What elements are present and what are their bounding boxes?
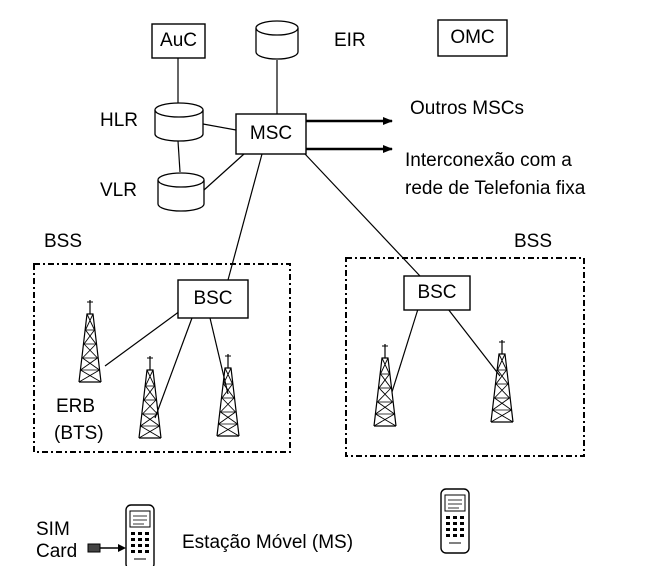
interconnect-label-line1: Interconexão com a bbox=[405, 150, 572, 171]
link-bsc-left-tower-b bbox=[154, 317, 193, 419]
msc-label: MSC bbox=[249, 123, 293, 144]
mobile-station-label: Estação Móvel (MS) bbox=[182, 532, 354, 553]
eir-cylinder-icon bbox=[255, 20, 299, 60]
tower-icon bbox=[138, 355, 162, 439]
auc-box bbox=[151, 23, 206, 59]
bsc-left-box bbox=[177, 279, 249, 319]
tower-icon bbox=[78, 299, 102, 383]
link-bsc-right-tower-b bbox=[447, 308, 501, 377]
link-msc-bsc-left bbox=[227, 153, 263, 281]
mobile-phone-icon bbox=[125, 504, 155, 566]
bss-right-label: BSS bbox=[514, 231, 553, 252]
erb-label-line1: ERB bbox=[56, 396, 96, 417]
omc-label: OMC bbox=[450, 27, 495, 48]
bsc-left-label: BSC bbox=[193, 288, 233, 309]
tower-icon bbox=[490, 339, 514, 423]
tower-icon bbox=[216, 353, 240, 437]
hlr-cylinder-icon bbox=[154, 102, 204, 142]
bsc-right-box bbox=[403, 275, 471, 311]
vlr-cylinder-icon bbox=[157, 172, 205, 212]
link-bsc-right-tower-a bbox=[391, 308, 419, 393]
sim-card-icon bbox=[87, 543, 126, 553]
link-vlr-msc bbox=[203, 153, 245, 191]
mobile-phone-icon bbox=[440, 488, 470, 554]
bss-region-left bbox=[33, 263, 291, 453]
erb-label-line2: (BTS) bbox=[54, 423, 104, 444]
sim-label-line2: Card bbox=[36, 541, 78, 562]
eir-label: EIR bbox=[334, 30, 366, 51]
link-msc-bsc-right bbox=[304, 153, 421, 277]
auc-label: AuC bbox=[160, 30, 197, 51]
msc-box bbox=[235, 113, 307, 155]
link-bsc-left-tower-a bbox=[104, 310, 181, 367]
bss-left-label: BSS bbox=[44, 231, 83, 252]
interconnect-label-line2: rede de Telefonia fixa bbox=[405, 178, 586, 199]
vlr-label: VLR bbox=[100, 180, 137, 201]
bss-region-right bbox=[345, 257, 585, 457]
tower-icon bbox=[373, 343, 397, 427]
hlr-label: HLR bbox=[100, 110, 139, 131]
other-mscs-label: Outros MSCs bbox=[410, 98, 525, 119]
bsc-right-label: BSC bbox=[417, 282, 457, 303]
link-hlr-vlr bbox=[177, 140, 181, 173]
omc-box bbox=[437, 19, 508, 57]
sim-label-line1: SIM bbox=[36, 519, 70, 540]
link-hlr-msc bbox=[202, 123, 237, 131]
